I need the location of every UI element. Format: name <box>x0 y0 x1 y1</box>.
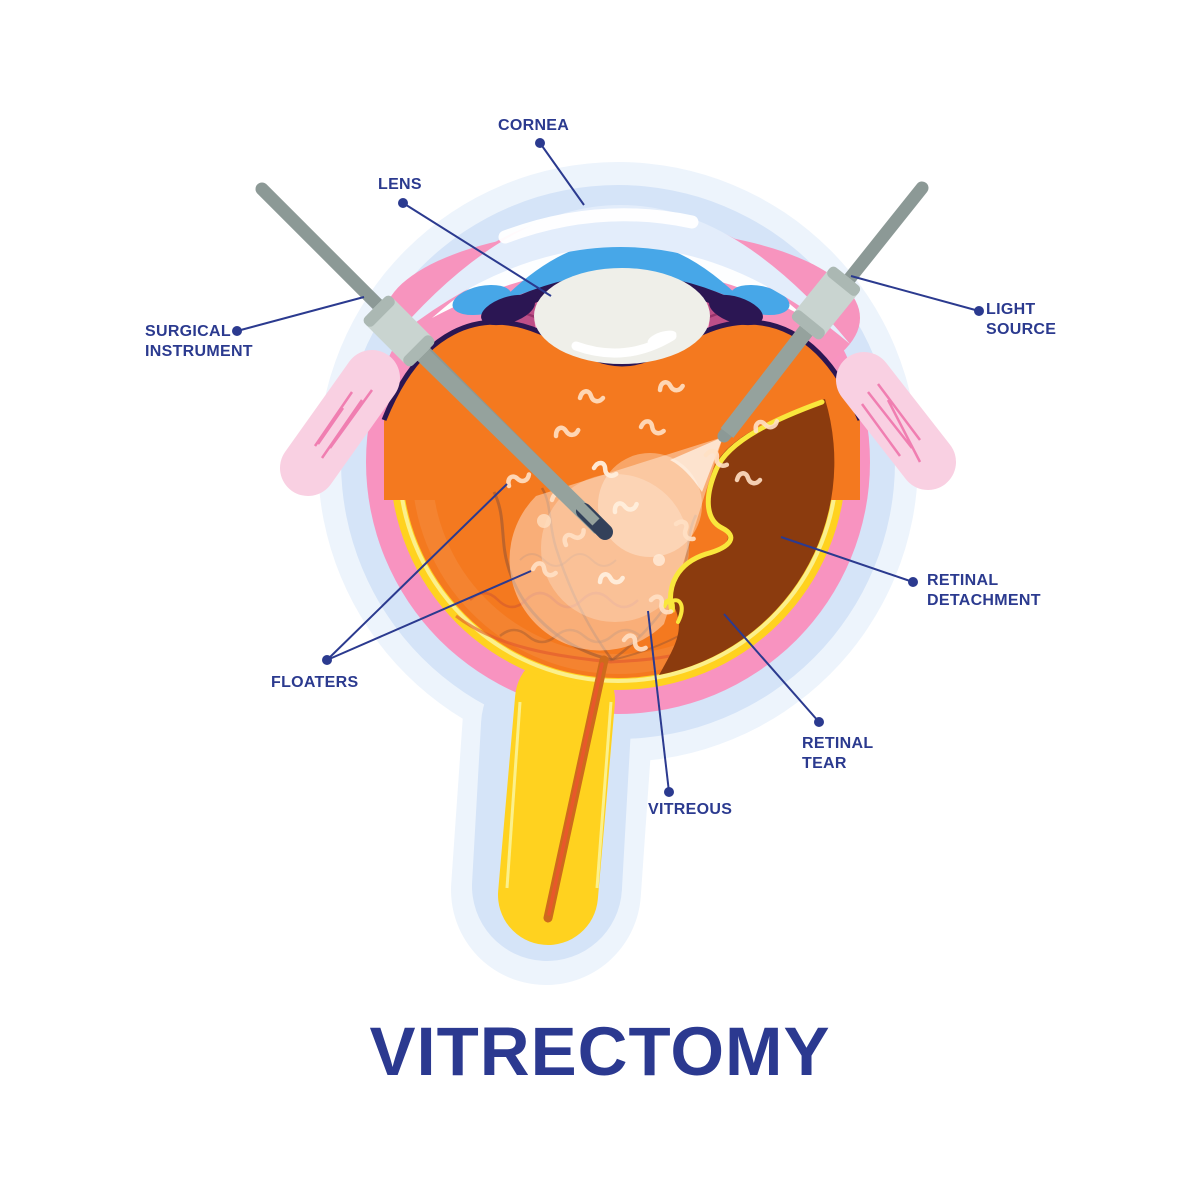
label-lens: LENS <box>378 176 422 193</box>
leader-lines <box>232 138 984 797</box>
extraocular-muscle-right <box>836 352 956 490</box>
label-floaters: FLOATERS <box>271 674 359 691</box>
label-vitreous: VITREOUS <box>648 801 733 818</box>
label-light-source: LIGHT SOURCE <box>986 301 1057 338</box>
label-retinal-detachment: RETINAL DETACHMENT <box>927 572 1041 609</box>
central-retinal-artery <box>505 655 613 923</box>
retinal-tear-mark <box>668 598 684 624</box>
extraocular-muscle-left <box>280 350 400 496</box>
light-source-instrument <box>717 181 929 443</box>
anterior-segment <box>381 205 863 500</box>
label-retinal-tear: RETINAL TEAR <box>802 735 874 772</box>
cornea-shape <box>388 205 850 344</box>
iris-edge-left <box>481 294 535 326</box>
cornea-highlight <box>498 208 699 244</box>
label-surgical-instrument: SURGICAL INSTRUMENT <box>145 323 253 360</box>
muscle-striations-right <box>860 383 922 463</box>
muscle-striations-left <box>313 389 374 459</box>
surgical-instrument <box>255 182 613 540</box>
cannula-left <box>363 295 435 367</box>
cannula-right <box>791 266 861 340</box>
iris-edge-right <box>709 294 763 326</box>
diagram-title: VITRECTOMY <box>369 1013 831 1090</box>
lens-glint <box>647 330 677 346</box>
floaters-group <box>506 380 780 652</box>
label-cornea: CORNEA <box>498 117 570 134</box>
optic-nerve <box>498 650 615 945</box>
